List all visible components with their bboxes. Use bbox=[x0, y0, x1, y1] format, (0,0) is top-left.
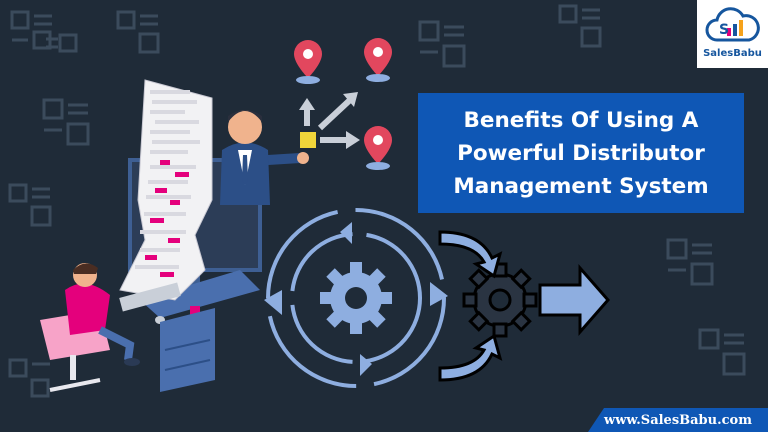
cloud-chart-icon: S bbox=[705, 7, 760, 42]
distribution-arrows bbox=[299, 92, 360, 149]
document-list-icon bbox=[558, 4, 602, 48]
person-at-computer-icon bbox=[40, 263, 140, 392]
cup bbox=[190, 306, 200, 318]
curved-arrow-in-bottom bbox=[438, 333, 503, 382]
footer-band bbox=[588, 408, 768, 432]
document-list-icon bbox=[8, 358, 50, 398]
footer-url[interactable]: www.SalesBabu.com bbox=[604, 413, 752, 428]
document-list-icon bbox=[698, 328, 746, 376]
title-box: Benefits Of Using A Powerful Distributor… bbox=[418, 93, 744, 213]
businessman-icon bbox=[220, 110, 309, 205]
location-pin-icon bbox=[364, 126, 392, 170]
desk-cabinet bbox=[160, 308, 215, 392]
gear-icon bbox=[320, 262, 392, 334]
document-list-icon bbox=[666, 238, 714, 286]
document-list-icon bbox=[46, 33, 78, 53]
keyboard bbox=[119, 282, 181, 312]
document-list-icon bbox=[418, 20, 466, 68]
document-list-icon bbox=[10, 10, 52, 50]
location-pin-icon bbox=[364, 38, 392, 82]
title-line-1: Benefits Of Using A bbox=[463, 107, 699, 133]
document-list-icon bbox=[42, 98, 90, 146]
paper-report-icon bbox=[119, 79, 213, 301]
brand-name: SalesBabu bbox=[703, 48, 762, 59]
brand-logo: S SalesBabu bbox=[697, 0, 768, 68]
product-box bbox=[300, 132, 316, 148]
curved-arrow-in-top bbox=[438, 230, 503, 279]
gear-icon bbox=[462, 262, 538, 338]
background-document-list-icons bbox=[8, 4, 746, 398]
right-arrow-icon bbox=[538, 264, 610, 336]
document-list-icon bbox=[116, 10, 160, 54]
title-line-3: Management System bbox=[453, 173, 709, 199]
cycle-arrow-heads bbox=[264, 222, 448, 376]
document-list-icon bbox=[8, 183, 52, 227]
svg-text:S: S bbox=[719, 22, 729, 38]
title-line-2: Powerful Distributor bbox=[457, 140, 705, 166]
location-pin-icon bbox=[294, 40, 322, 84]
